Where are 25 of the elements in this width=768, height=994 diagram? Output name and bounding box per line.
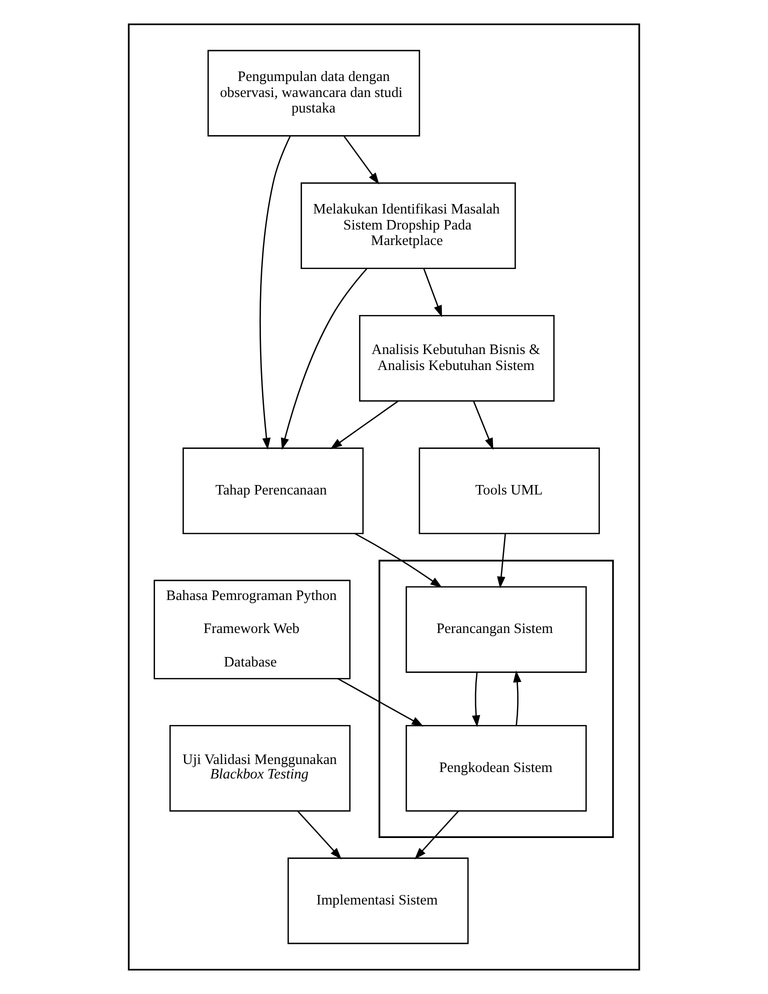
arrow <box>497 534 506 588</box>
arrow <box>472 400 494 450</box>
arrow <box>354 532 442 588</box>
arrow <box>330 400 399 450</box>
node-box: Tools UML <box>418 448 600 534</box>
node-box: Analisis Kebutuhan Bisnis & Analisis Kebutuhan Sistem <box>359 314 555 402</box>
arrow <box>260 136 291 450</box>
arrow <box>337 678 424 726</box>
cluster <box>128 23 640 971</box>
node-box: Implementasi Sistem <box>288 858 469 944</box>
node-box: Bahasa Pemrograman Python Framework Web Database <box>154 580 351 680</box>
arrow <box>513 670 522 726</box>
arrow <box>472 672 480 728</box>
node-box: Uji Validasi Menggunakan Blackbox Testing <box>169 724 351 812</box>
cluster <box>378 560 614 838</box>
arrow <box>414 810 459 860</box>
arrow <box>280 268 368 450</box>
node-box: Pengumpulan data dengan observasi, wawancara dan studi pustaka <box>208 50 420 136</box>
node-box: Perancangan Sistem <box>406 586 587 673</box>
arrow <box>297 810 342 860</box>
node-box: Melakukan Identifikasi Masalah Sistem Dropship Pada Marketplace <box>300 182 516 270</box>
node-box: Tahap Perencanaan <box>182 448 364 534</box>
node-box: Pengkodean Sistem <box>406 724 587 812</box>
arrow <box>343 136 380 184</box>
arrow <box>423 268 442 318</box>
